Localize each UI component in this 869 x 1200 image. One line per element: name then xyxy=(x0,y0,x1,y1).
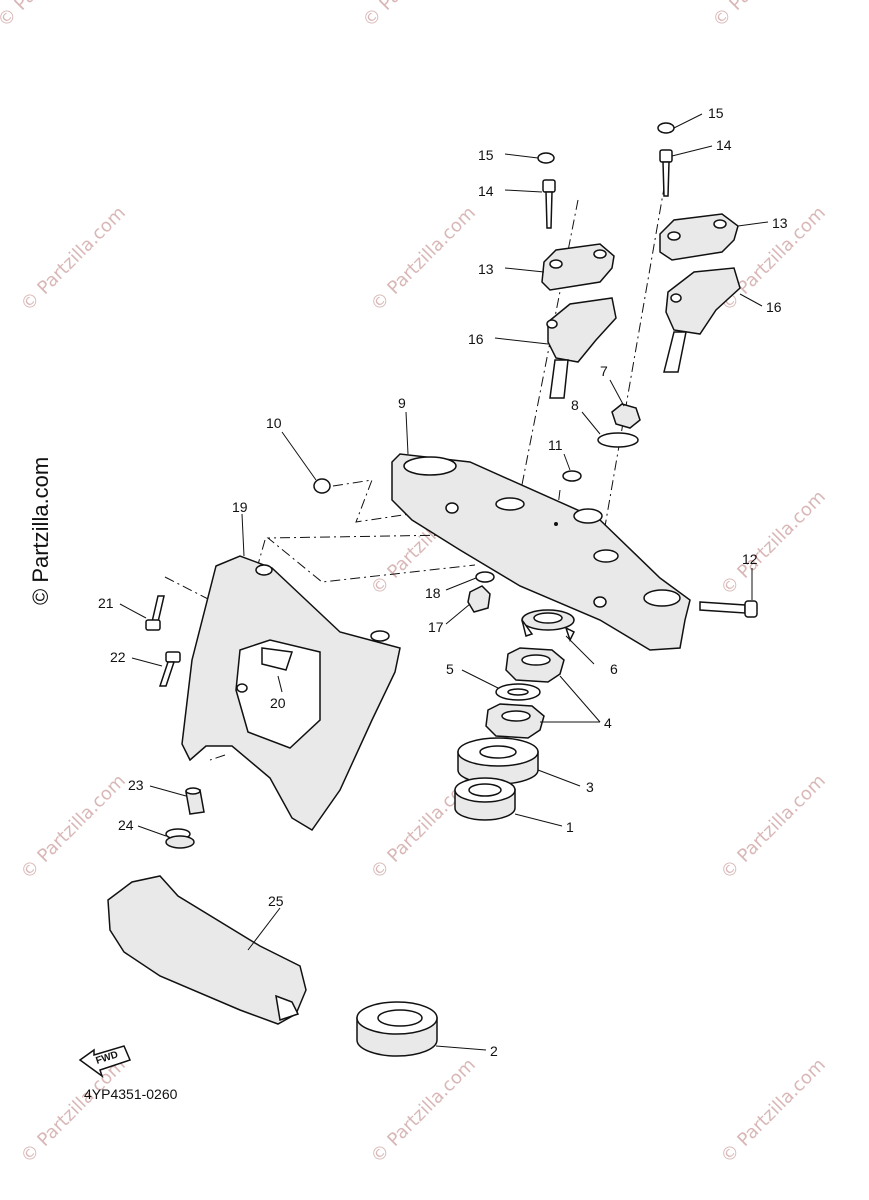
part-6-ring xyxy=(521,609,576,642)
callout-12: 12 xyxy=(742,551,758,567)
fwd-arrow-icon: FWD xyxy=(78,1045,132,1078)
watermark: © Partzilla.com xyxy=(17,202,130,315)
callout-19: 19 xyxy=(232,499,248,515)
callout-8: 8 xyxy=(571,397,579,413)
part-24-grommet xyxy=(165,828,195,849)
part-5-washer xyxy=(495,683,541,701)
part-3-bearing xyxy=(457,737,539,785)
callout-1: 1 xyxy=(566,819,574,835)
part-1-bearing xyxy=(454,777,516,821)
callout-13: 13 xyxy=(478,261,494,277)
watermark: © Partzilla.com xyxy=(709,0,822,32)
part-14-right xyxy=(659,149,673,197)
part-14-left xyxy=(542,179,556,229)
callout-23: 23 xyxy=(128,777,144,793)
callout-13b: 13 xyxy=(772,215,788,231)
watermark: © Partzilla.com xyxy=(359,0,472,32)
callout-14: 14 xyxy=(478,183,494,199)
part-2-bearing xyxy=(356,1001,438,1057)
callout-25: 25 xyxy=(268,893,284,909)
part-25-sleeve xyxy=(107,875,307,1025)
callout-6: 6 xyxy=(610,661,618,677)
part-15-right xyxy=(657,122,675,134)
part-10-plug xyxy=(313,478,331,494)
callout-20: 20 xyxy=(270,695,286,711)
part-4-nut-upper xyxy=(505,647,565,683)
part-22-bolt xyxy=(158,651,181,687)
callout-10: 10 xyxy=(266,415,282,431)
callout-21: 21 xyxy=(98,595,114,611)
part-4-nut-lower xyxy=(485,703,545,739)
leader-lines xyxy=(119,113,769,1051)
part-17-nut xyxy=(467,585,491,613)
callout-24: 24 xyxy=(118,817,134,833)
watermark: © Partzilla.com xyxy=(717,486,830,599)
part-13-left xyxy=(541,243,615,291)
callout-5: 5 xyxy=(446,661,454,677)
callout-11: 11 xyxy=(548,437,563,453)
part-13-right xyxy=(659,213,739,261)
part-15-left xyxy=(537,152,555,164)
callout-16b: 16 xyxy=(766,299,782,315)
callout-4: 4 xyxy=(604,715,612,731)
callout-14b: 14 xyxy=(716,137,732,153)
callout-labels: 1 2 3 4 5 6 7 8 9 10 11 12 13 13 14 14 1… xyxy=(98,105,788,1059)
callout-16: 16 xyxy=(468,331,484,347)
callout-9: 9 xyxy=(398,395,406,411)
callout-18: 18 xyxy=(425,585,441,601)
part-8-washer xyxy=(597,432,639,448)
part-7-nut xyxy=(611,403,641,429)
watermark: © Partzilla.com xyxy=(17,770,130,883)
brand-watermark: © Partzilla.com xyxy=(28,457,53,605)
watermark: © Partzilla.com xyxy=(367,1054,480,1167)
watermark-layer: © Partzilla.com © Partzilla.com © Partzi… xyxy=(0,0,830,1168)
watermark: © Partzilla.com xyxy=(717,1054,830,1167)
callout-15b: 15 xyxy=(708,105,724,121)
part-18-washer xyxy=(475,571,495,583)
watermark: © Partzilla.com xyxy=(367,202,480,315)
callout-3: 3 xyxy=(586,779,594,795)
callout-7: 7 xyxy=(600,363,608,379)
watermark: © Partzilla.com xyxy=(0,0,107,32)
part-16-right xyxy=(663,267,741,373)
callout-17: 17 xyxy=(428,619,444,635)
part-9-upper-bracket xyxy=(391,453,691,651)
part-12-bolt xyxy=(699,600,758,618)
part-19-cover xyxy=(181,555,401,832)
part-23-collar xyxy=(185,787,205,815)
part-16-left xyxy=(546,297,617,399)
watermark: © Partzilla.com xyxy=(17,1054,130,1167)
part-11-cap xyxy=(562,470,582,482)
callout-15: 15 xyxy=(478,147,494,163)
diagram-code: 4YP4351-0260 xyxy=(84,1086,178,1102)
callout-22: 22 xyxy=(110,649,126,665)
part-21-bolt xyxy=(145,595,165,631)
callout-2: 2 xyxy=(490,1043,498,1059)
watermark: © Partzilla.com xyxy=(717,770,830,883)
